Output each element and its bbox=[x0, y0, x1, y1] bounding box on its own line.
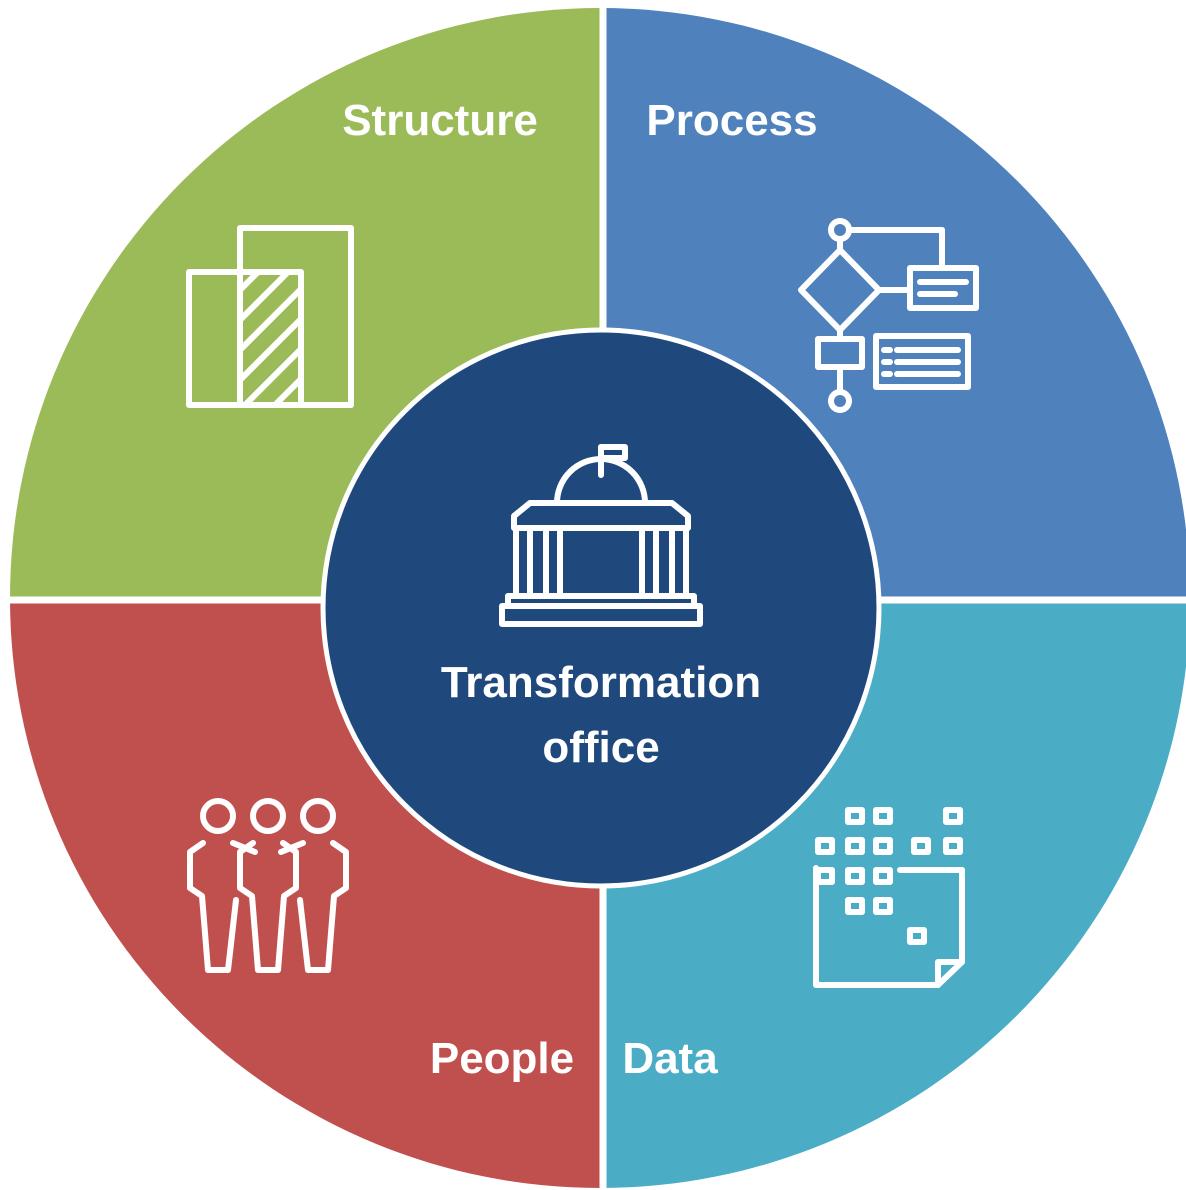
government-building-icon bbox=[499, 444, 703, 627]
people-group-icon bbox=[187, 798, 349, 973]
center-title-line2: office bbox=[542, 723, 659, 772]
flowchart-icon bbox=[798, 218, 979, 413]
data-label: Data bbox=[622, 1034, 718, 1083]
process-label: Process bbox=[646, 96, 817, 145]
center-title-line1: Transformation bbox=[441, 658, 761, 707]
data-grid-icon bbox=[813, 807, 965, 988]
people-label: People bbox=[430, 1034, 574, 1083]
building-blocks-icon bbox=[186, 225, 354, 408]
structure-label: Structure bbox=[342, 96, 538, 145]
